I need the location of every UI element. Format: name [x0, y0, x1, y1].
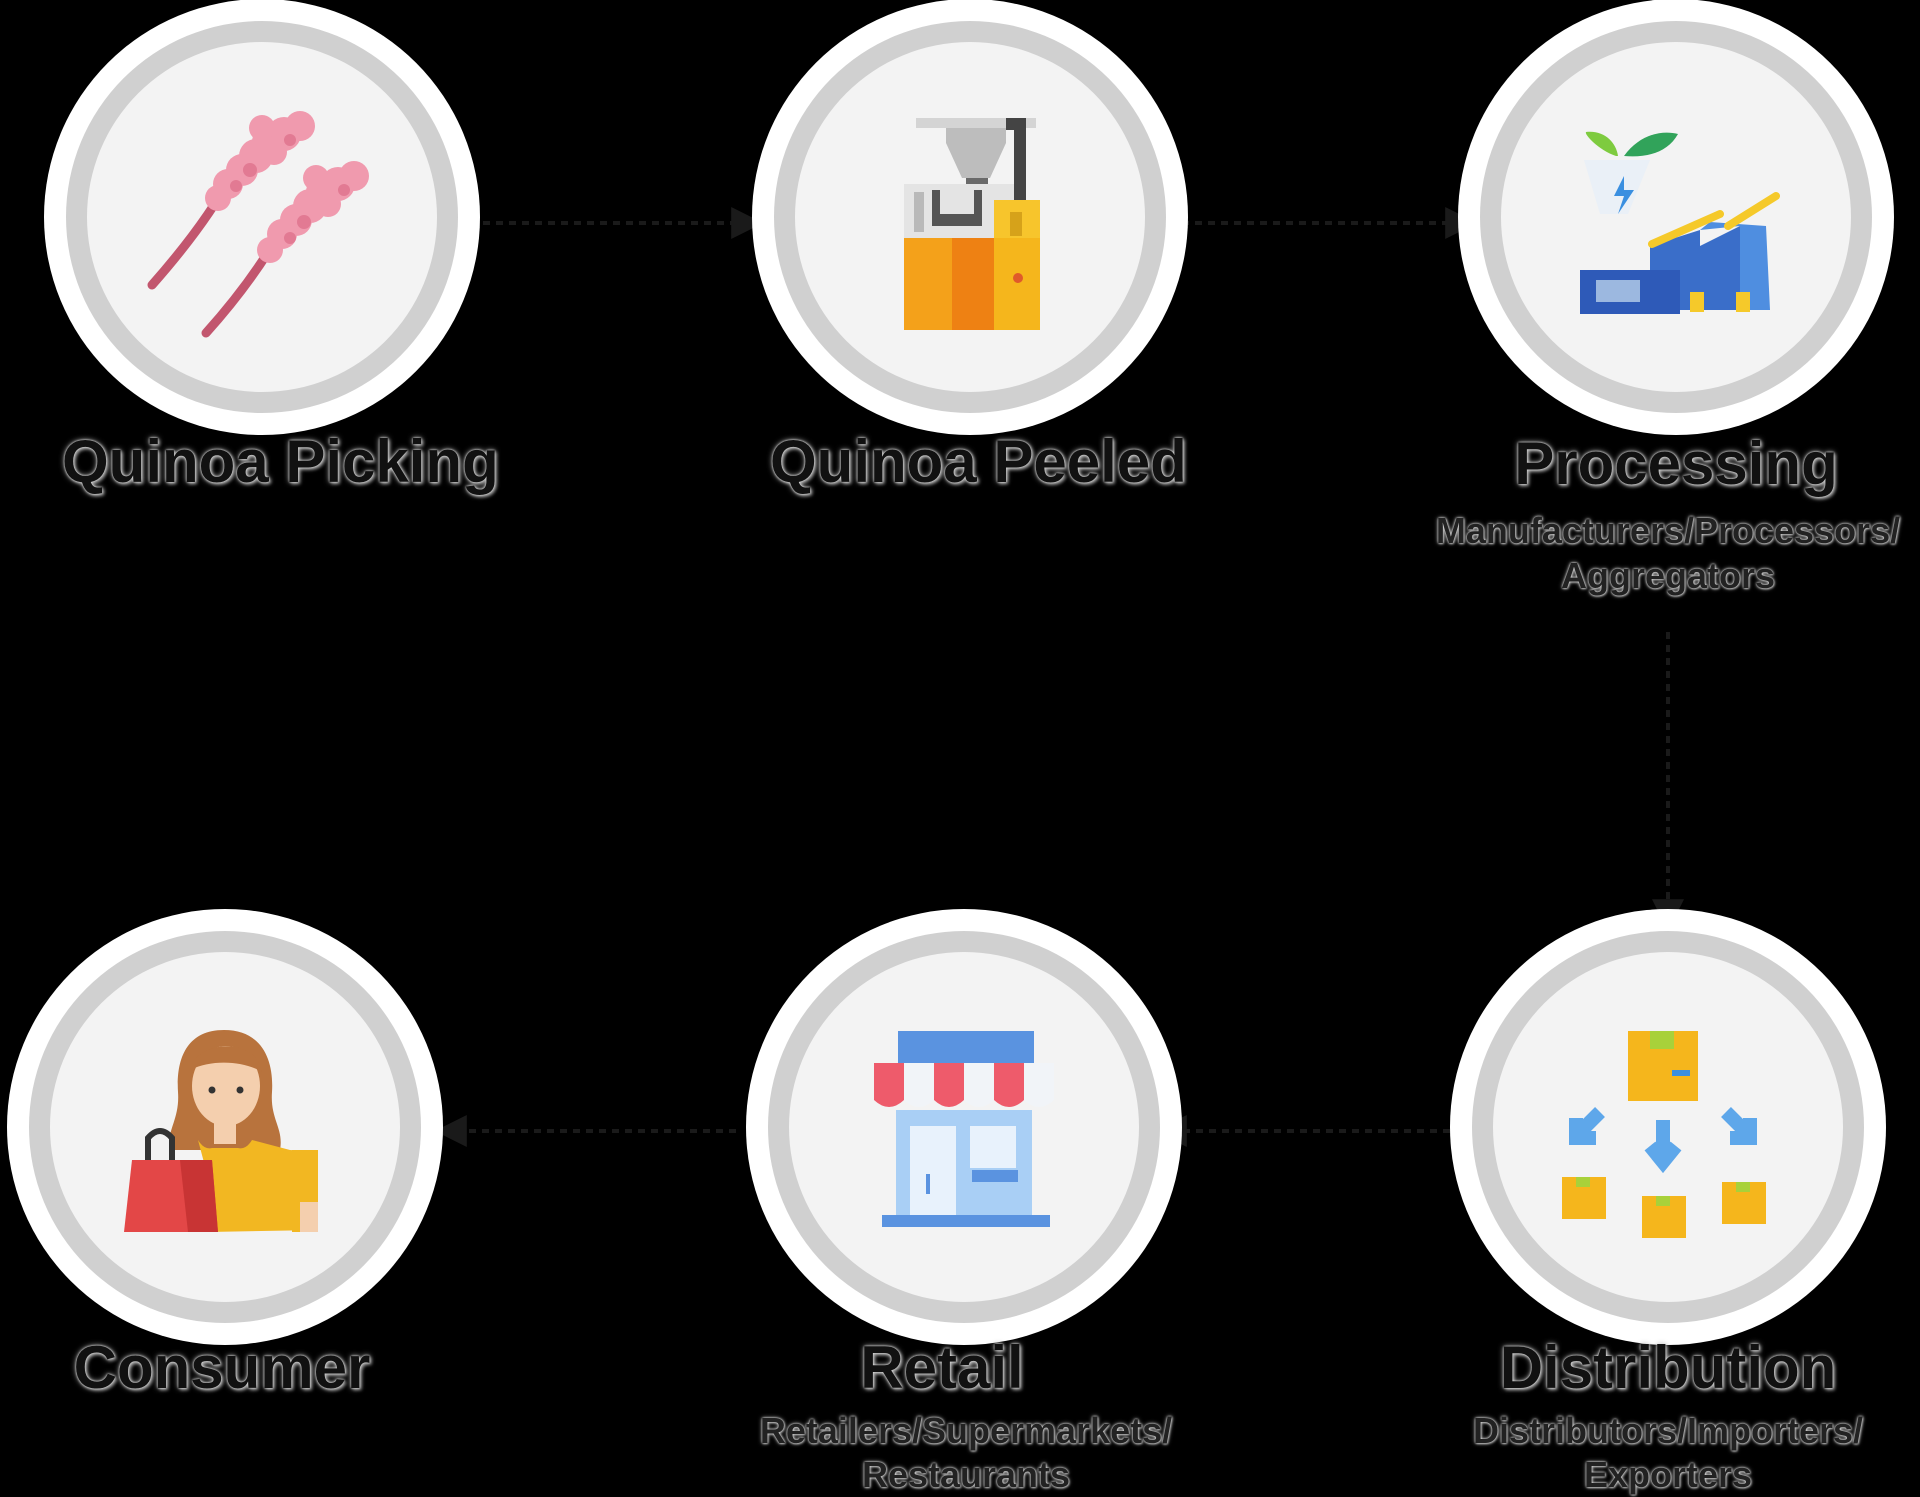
step-subtitle-retail-line2: Restaurants: [861, 1454, 1071, 1495]
step-subtitle-processing-line2: Aggregators: [1560, 555, 1776, 596]
quinoa-plant-icon: [147, 111, 369, 338]
step-title-retail: Retail: [860, 1334, 1024, 1401]
connectors: [434, 207, 1684, 1147]
step-title-quinoa-peeled: Quinoa Peeled: [770, 428, 1187, 495]
step-subtitle-distribution-line2: Exporters: [1583, 1454, 1753, 1495]
circle-processing: [1458, 0, 1894, 435]
step-title-consumer: Consumer: [73, 1334, 371, 1401]
storefront-icon: [874, 1031, 1054, 1227]
shopper-icon: [124, 1030, 318, 1232]
circle-retail: [746, 909, 1182, 1345]
distribution-boxes-icon: [1562, 1031, 1766, 1238]
factory-icon: [1580, 131, 1780, 314]
step-title-quinoa-picking: Quinoa Picking: [62, 428, 499, 495]
step-subtitle-distribution-line1: Distributors/Importers/: [1472, 1410, 1864, 1451]
step-title-processing: Processing: [1514, 430, 1838, 497]
peeling-machine-icon: [904, 118, 1040, 330]
step-title-distribution: Distribution: [1499, 1334, 1837, 1401]
circle-quinoa-picking: [44, 0, 480, 435]
step-subtitle-processing-line1: Manufacturers/Processors/: [1435, 510, 1901, 551]
step-subtitle-retail-line1: Retailers/Supermarkets/: [759, 1410, 1173, 1451]
